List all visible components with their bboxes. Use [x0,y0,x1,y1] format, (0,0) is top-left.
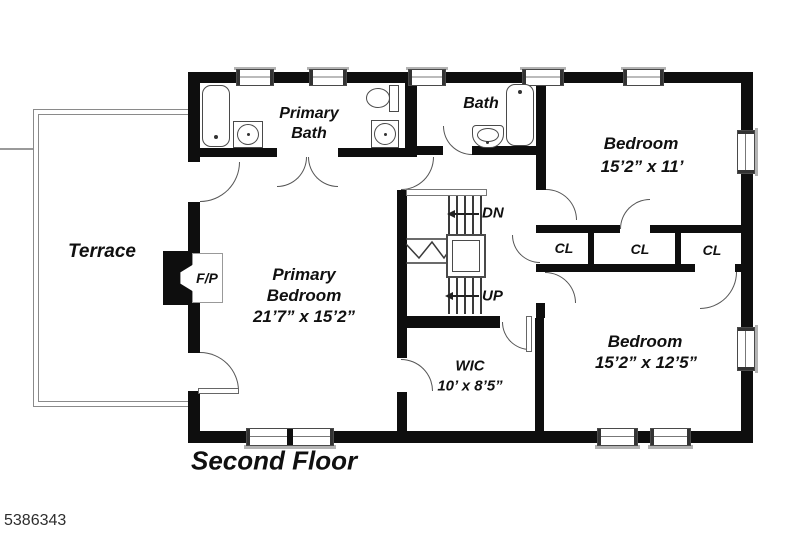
fireplace-box [192,253,223,303]
down-arrow-line [455,213,479,215]
window-sill [648,445,693,449]
wall-closet-divider-1 [588,233,594,264]
primary-bath-double-door-right [308,157,338,187]
wall-closet-top-left [536,225,620,233]
stair-flue-inner [452,240,480,272]
wall-primary-bath-bottom-left [200,148,277,157]
bathtub-drain [518,90,522,94]
bedroom-bottom-door [545,272,576,303]
primary-bath-label-line1: Primary [279,105,339,122]
down-arrow-head [447,210,455,218]
bathtub-drain [214,135,218,139]
wall-bath-right [536,83,546,190]
stairs-up-label: UP [482,287,503,305]
window-sill [520,67,566,70]
wall-closet-divider-2 [675,233,681,264]
window [236,69,274,86]
primary-bath-label-line2: Bath [291,125,327,142]
wall-closet-bottom-left [536,264,695,272]
up-arrow-line [453,295,479,297]
window-sill [244,445,336,449]
bedroom-bottom-dimensions: 15’2” x 12’5” [594,353,698,372]
window [623,69,664,86]
terrace-door-upper [200,162,240,202]
window-sill [621,67,666,70]
window [522,69,564,86]
closet-left-door [512,235,540,263]
stair-break-line [406,238,448,264]
wall-bath-bottom-right [472,146,546,155]
closet-label-3: CL [702,242,722,258]
window [309,69,347,86]
terrace-door-lower-leaf [198,388,239,394]
fireplace-notch [180,264,194,292]
window-sill [406,67,448,70]
window [737,327,755,371]
bath-door [443,126,472,155]
toilet-tank [389,85,399,112]
closet-middle-door [620,199,650,229]
photo-id: 5386343 [4,512,67,529]
window-sill [595,445,640,449]
wic-label: WIC [455,357,485,375]
wall-hall-bedroom-stub [536,303,545,318]
window-sill [755,325,758,373]
bedroom-top-dimensions: 15’2” x 11’ [600,157,684,176]
window [408,69,446,86]
wall-stair-wic-horizontal [397,316,500,328]
wall-primary-bath-bottom-right [338,148,417,157]
outer-wall-top [188,72,753,83]
terrace-door-opening-upper [188,162,200,202]
window [597,428,638,446]
terrace-extension-line [0,148,34,150]
bedroom-top-door [546,189,577,220]
terrace-door-lower [200,352,239,391]
window-sill [234,67,276,70]
wic-hall-door-leaf [526,316,532,352]
sink-faucet-dot [384,133,387,136]
primary-bedroom-label-line1: Primary [272,265,336,284]
sink-faucet-dot [486,141,489,144]
wic-left-door [401,359,433,391]
primary-bedroom-dimensions: 21’7” x 15’2” [252,307,356,326]
terrace-door-opening-lower [188,353,200,391]
primary-bedroom-label-line2: Bedroom [266,286,342,305]
double-window-mullion [287,429,293,445]
terrace-label: Terrace [68,241,136,262]
wall-stair-left [397,190,407,358]
window-sill [307,67,349,70]
up-arrow-head [445,292,453,300]
wall-closet-top-right [650,225,753,233]
sink-basin [477,128,499,142]
stairs-down-label: DN [482,204,504,222]
wall-wic-left-lower [397,392,407,431]
bedroom-top-label: Bedroom [603,134,679,153]
primary-bedroom-hall-door [401,157,434,190]
bath-label: Bath [463,95,499,112]
closet-label-1: CL [554,240,574,256]
toilet-bowl [366,88,390,108]
wall-closet-bottom-right [735,264,753,272]
window-sill [755,128,758,176]
window [650,428,691,446]
wall-wic-right [535,318,544,431]
wall-bath-bottom-left [417,146,443,155]
sink-faucet-dot [247,133,250,136]
closet-right-door [700,272,737,309]
wall-bath-divider [405,83,417,148]
window [737,130,755,174]
wic-dimensions: 10’ x 8’5” [437,377,503,395]
bedroom-bottom-label: Bedroom [607,332,683,351]
closet-label-2: CL [630,241,650,257]
outer-wall-right [741,72,753,443]
floor-title: Second Floor [191,445,358,476]
stair-landing-edge [406,189,487,196]
fireplace-label: F/P [196,270,218,286]
primary-bath-double-door-left [277,157,307,187]
bathtub [506,84,534,146]
